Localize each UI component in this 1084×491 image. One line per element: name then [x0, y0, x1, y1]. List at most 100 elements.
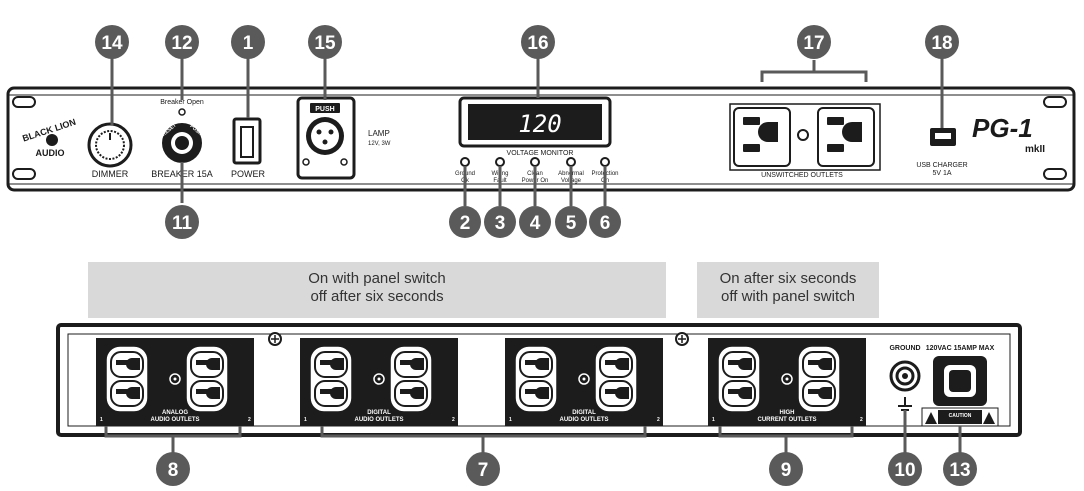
- svg-text:AUDIO OUTLETS: AUDIO OUTLETS: [355, 417, 404, 423]
- unswitched-outlets: [729, 103, 881, 171]
- callout-4: 4: [519, 206, 551, 238]
- unswitched-label: UNSWITCHED OUTLETS: [761, 172, 843, 179]
- svg-text:8: 8: [168, 460, 179, 481]
- breaker-button[interactable]: RESET PUSH: [161, 123, 203, 163]
- callout-10: 10: [888, 452, 922, 486]
- callout-1: 1: [231, 25, 265, 59]
- banner-left: On with panel switch off after six secon…: [88, 262, 666, 318]
- banner-right-line2: off with panel switch: [721, 288, 855, 305]
- callout-13: 13: [943, 452, 977, 486]
- rear-screw-right: [675, 332, 689, 346]
- banner-right-line1: On after six seconds: [720, 270, 857, 287]
- warning-left-icon: [925, 412, 937, 424]
- power-switch[interactable]: [232, 117, 262, 165]
- brand-line2: AUDIO: [36, 148, 65, 158]
- callout-9: 9: [769, 452, 803, 486]
- svg-text:18: 18: [931, 33, 952, 54]
- caution-text: CAUTION: [949, 413, 972, 419]
- usb-port[interactable]: [930, 128, 956, 146]
- ground-post[interactable]: [889, 360, 921, 392]
- bracket-8: [104, 426, 242, 455]
- callout-7: 7: [466, 452, 500, 486]
- callout-8: 8: [156, 452, 190, 486]
- usb-spec: 5V 1A: [932, 170, 951, 177]
- digital-audio-outlets-a: DIGITAL AUDIO OUTLETS 1 2: [300, 338, 458, 426]
- rear-screw-left: [268, 332, 282, 346]
- dimmer-knob[interactable]: [87, 122, 133, 168]
- digital-audio-outlets-b: DIGITAL AUDIO OUTLETS 1 2: [505, 338, 663, 426]
- svg-text:DIGITAL: DIGITAL: [367, 410, 391, 416]
- svg-text:1: 1: [100, 417, 103, 423]
- dimmer-label: DIMMER: [92, 169, 129, 179]
- svg-text:15: 15: [314, 33, 336, 54]
- callout-14: 14: [95, 25, 129, 59]
- breaker-open-led: [178, 108, 186, 116]
- callout-18: 18: [925, 25, 959, 59]
- svg-text:6: 6: [600, 213, 611, 234]
- model-suffix: mkII: [1025, 144, 1045, 155]
- svg-text:9: 9: [781, 460, 792, 481]
- warning-right-icon: [983, 412, 995, 424]
- lamp-spec: 12V, 3W: [368, 141, 391, 147]
- power-inlet[interactable]: [933, 356, 987, 406]
- rack-ear-slot-br: [1043, 168, 1067, 180]
- power-label: POWER: [231, 169, 266, 179]
- callout-6: 6: [589, 206, 621, 238]
- svg-text:13: 13: [949, 460, 970, 481]
- callout-11: 11: [165, 205, 199, 239]
- caution-label-plate: CAUTION: [921, 407, 999, 427]
- callout-15: 15: [308, 25, 342, 59]
- callout-12: 12: [165, 25, 199, 59]
- svg-text:17: 17: [803, 33, 824, 54]
- unswitched-outlet-right: [817, 107, 875, 167]
- svg-text:2: 2: [248, 417, 251, 423]
- lamp-label: LAMP: [368, 129, 390, 138]
- front-panel: BLACK LION AUDIO DIMMER Breaker Open RES…: [6, 86, 1076, 192]
- banner-right: On after six seconds off with panel swit…: [697, 262, 879, 318]
- banner-left-line1: On with panel switch: [308, 270, 446, 287]
- svg-text:3: 3: [495, 213, 506, 234]
- ground-label: GROUND: [889, 345, 920, 352]
- xlr-lamp-socket[interactable]: PUSH: [296, 96, 356, 180]
- svg-text:7: 7: [478, 460, 489, 481]
- svg-text:1: 1: [509, 417, 512, 423]
- svg-text:12: 12: [171, 33, 192, 54]
- callout-2: 2: [449, 206, 481, 238]
- svg-text:1: 1: [712, 417, 715, 423]
- callout-3: 3: [484, 206, 516, 238]
- svg-text:14: 14: [101, 33, 123, 54]
- bracket-17: [760, 60, 868, 82]
- high-current-outlets: HIGH CURRENT OUTLETS 1 2: [708, 338, 866, 426]
- svg-text:ANALOG: ANALOG: [162, 410, 188, 416]
- rack-ear-slot-tr: [1043, 96, 1067, 108]
- svg-text:2: 2: [452, 417, 455, 423]
- svg-text:10: 10: [894, 460, 915, 481]
- svg-text:11: 11: [172, 213, 193, 234]
- svg-text:AUDIO OUTLETS: AUDIO OUTLETS: [560, 417, 609, 423]
- leader-lines: [110, 58, 962, 455]
- breaker-open-label: Breaker Open: [160, 99, 204, 106]
- callout-17: 17: [797, 25, 831, 59]
- bracket-9: [718, 426, 854, 455]
- svg-text:2: 2: [657, 417, 660, 423]
- unswitched-outlet-left: [733, 107, 791, 167]
- svg-text:1: 1: [243, 33, 254, 54]
- svg-text:AUDIO OUTLETS: AUDIO OUTLETS: [151, 417, 200, 423]
- svg-text:CURRENT OUTLETS: CURRENT OUTLETS: [758, 417, 817, 423]
- rack-ear-slot-tl: [12, 96, 36, 108]
- xlr-push-label: PUSH: [315, 106, 334, 113]
- rear-panel: ANALOG AUDIO OUTLETS 1 2 DIGITAL AUDIO O…: [56, 323, 1022, 437]
- svg-text:5: 5: [566, 213, 577, 234]
- svg-text:1: 1: [304, 417, 307, 423]
- voltage-value: 120: [518, 110, 561, 138]
- svg-text:16: 16: [527, 33, 548, 54]
- analog-audio-outlets: ANALOG AUDIO OUTLETS 1 2: [96, 338, 254, 426]
- svg-text:HIGH: HIGH: [780, 410, 795, 416]
- svg-text:2: 2: [460, 213, 471, 234]
- svg-text:2: 2: [860, 417, 863, 423]
- banner-left-line2: off after six seconds: [310, 288, 443, 305]
- callout-5: 5: [555, 206, 587, 238]
- callout-16: 16: [521, 25, 555, 59]
- svg-text:DIGITAL: DIGITAL: [572, 410, 596, 416]
